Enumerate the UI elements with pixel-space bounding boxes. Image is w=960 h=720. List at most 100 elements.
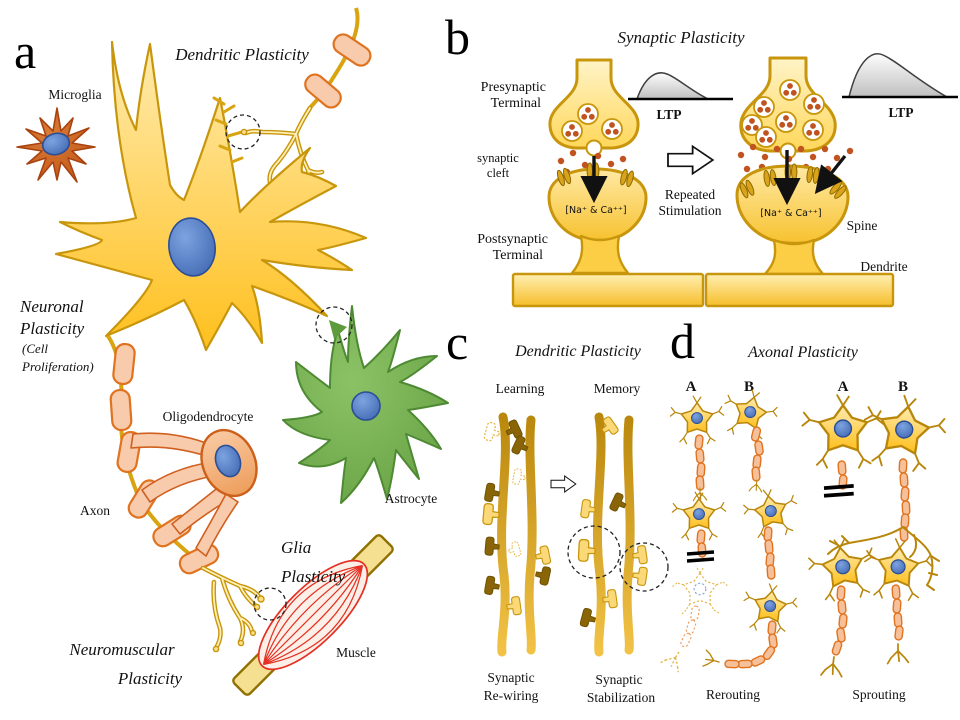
- ltp-curve: [635, 72, 709, 100]
- oligo-process: [195, 493, 239, 557]
- nmj-bouton: [212, 645, 220, 653]
- vesicle: [753, 96, 775, 118]
- axon-segment: [892, 598, 902, 614]
- learning-to-memory-arrow: [550, 475, 577, 493]
- axon-segment: [901, 500, 911, 516]
- neurotransmitter-dots: [557, 149, 627, 176]
- oligodendrocyte-cell: [130, 428, 258, 557]
- axon-segment: [837, 612, 849, 630]
- axon-terminal: [886, 643, 910, 665]
- panel-b-title: Synaptic Plasticity: [618, 28, 745, 47]
- neuron-soma-dendrites: [54, 40, 368, 352]
- dendrite-shaft: [704, 272, 895, 308]
- sprouting-group: [801, 388, 952, 679]
- label-dendrite: Dendrite: [860, 259, 907, 274]
- panel-d-letter: d: [670, 313, 695, 369]
- myelin-segment: [109, 388, 133, 432]
- highlight-circle-astrocyte-contact: [315, 306, 353, 344]
- panel-c: c Dendritic Plasticity Learning Memory: [446, 314, 669, 705]
- label-neuronal-2: Plasticity: [19, 319, 85, 338]
- axon-segment: [836, 585, 846, 601]
- label-col-a1: A: [686, 379, 697, 395]
- axon-segment: [767, 620, 777, 636]
- axon-terminal: [692, 487, 708, 502]
- label-neuronal-4: Proliferation): [21, 359, 94, 374]
- muscle-fiber: [232, 534, 394, 696]
- label-col-a2: A: [838, 379, 849, 395]
- spine-light: [533, 544, 552, 567]
- axon-segment: [835, 626, 847, 644]
- label-neuronal-3: (Cell: [22, 341, 48, 356]
- label-memory: Memory: [594, 381, 641, 396]
- label-neuromuscular-1: Neuromuscular: [68, 640, 175, 659]
- label-glia-1: Glia: [281, 538, 311, 557]
- label-axon: Axon: [80, 503, 110, 518]
- axon-segment: [753, 439, 765, 457]
- dendrite-shaft: [592, 412, 606, 657]
- axon-segment: [893, 624, 905, 642]
- panel-b: b Synaptic Plasticity [Na⁺ & Ca⁺⁺]: [445, 9, 958, 308]
- axon-segment: [830, 639, 844, 657]
- label-col-b2: B: [898, 379, 908, 395]
- label-presynaptic: Presynaptic: [481, 80, 546, 95]
- ltp-label-after: LTP: [888, 105, 913, 120]
- label-postsynaptic: Postsynaptic: [477, 232, 548, 247]
- axon-segment: [837, 599, 847, 615]
- nmj-bouton: [257, 595, 265, 603]
- spine-transient: [506, 540, 522, 559]
- vesicle: [577, 103, 599, 125]
- oligo-process: [130, 432, 215, 459]
- lesion-mark: [822, 484, 856, 498]
- label-oligodendrocyte: Oligodendrocyte: [163, 409, 254, 424]
- label-postsynaptic-terminal: Terminal: [493, 248, 543, 263]
- vesicle: [755, 126, 777, 148]
- myelin-segment: [111, 342, 137, 386]
- label-learning: Learning: [496, 381, 545, 396]
- label-astrocyte: Astrocyte: [385, 491, 437, 506]
- vesicle: [601, 118, 623, 140]
- axon-segment: [893, 612, 903, 628]
- ltp-graph-after: LTP: [842, 53, 958, 120]
- label-stabilization-2: Stabilization: [587, 690, 655, 705]
- axon-terminal: [820, 654, 846, 679]
- axon-segment: [695, 448, 705, 464]
- label-synaptic: synaptic: [477, 151, 519, 165]
- highlight-circle-stabilized: [567, 525, 621, 579]
- panel-c-letter: c: [446, 314, 468, 370]
- degenerated-axon-segment: [679, 631, 693, 649]
- axon-segment: [737, 659, 753, 669]
- axon-segment: [696, 529, 706, 545]
- axon-segment: [891, 584, 901, 600]
- ltp-curve: [848, 53, 950, 98]
- rerouted-terminal: [701, 649, 722, 671]
- memory-dendrites: [567, 412, 669, 657]
- astrocyte-endfoot: [329, 320, 347, 339]
- myelin-segment: [329, 29, 375, 71]
- dendrite-shaft: [622, 415, 635, 655]
- degenerated-neuron: [671, 565, 729, 615]
- highlight-circle-nmj: [253, 587, 287, 621]
- postsynaptic-spine: [547, 167, 648, 242]
- main-neuron: [54, 40, 368, 352]
- label-presynaptic-terminal: Terminal: [491, 96, 541, 111]
- nmj-arbor: [200, 565, 263, 651]
- axon-segment: [724, 659, 740, 669]
- ltp-graph-before: LTP: [628, 72, 733, 122]
- microglia-nucleus: [41, 132, 71, 156]
- rerouting-group: [659, 383, 803, 674]
- axon-segment: [898, 458, 908, 474]
- nmj-bouton: [253, 603, 261, 611]
- label-rewiring-2: Re-wiring: [484, 688, 539, 703]
- neuron: [801, 394, 885, 469]
- microglia-cell: [16, 107, 96, 183]
- highlight-circle-stabilized: [619, 542, 669, 592]
- vesicle: [775, 111, 797, 133]
- axon-segment: [900, 513, 910, 529]
- label-col-b1: B: [744, 379, 754, 395]
- dendrite-shaft: [497, 412, 510, 657]
- spine-dark: [533, 564, 552, 587]
- sprouting-branches: [827, 526, 940, 591]
- vesicle: [779, 79, 801, 101]
